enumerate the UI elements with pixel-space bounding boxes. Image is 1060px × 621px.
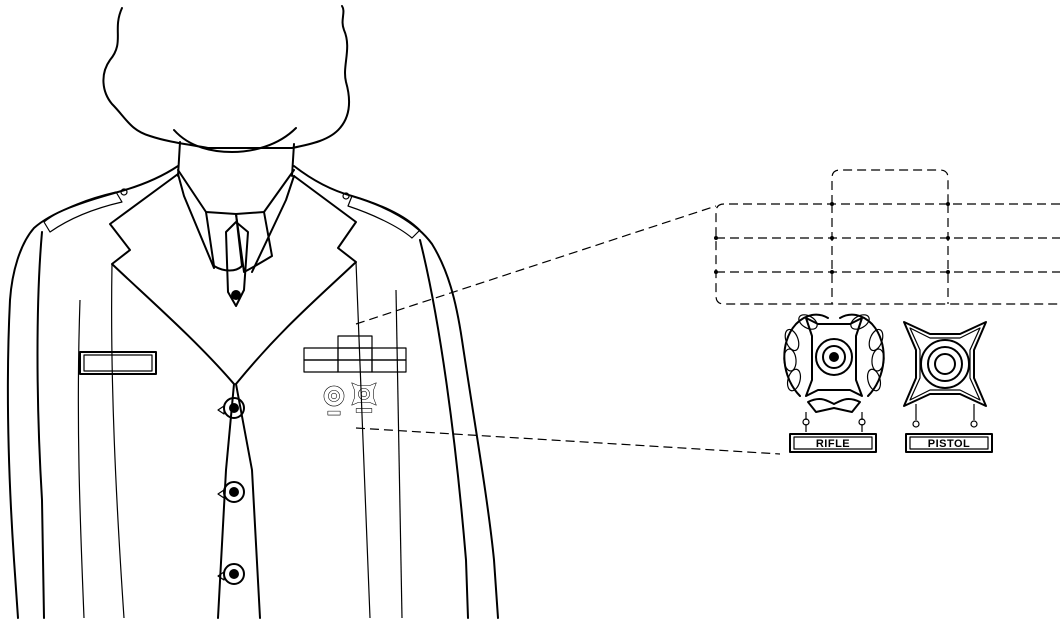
ribbon-rack-small: [304, 336, 406, 372]
jacket-outline: [8, 166, 178, 618]
leader-line-badges: [356, 428, 780, 454]
shirt-button: [231, 290, 241, 300]
shirt-collar: [178, 170, 294, 214]
pistol-badge: PISTOL: [904, 322, 992, 452]
small-rifle-badge: [324, 386, 344, 415]
ribbon-rack-detail: [714, 170, 1060, 304]
small-pistol-badge: [352, 383, 377, 413]
pistol-bar-label: PISTOL: [928, 438, 971, 450]
rifle-bar-label: RIFLE: [816, 438, 850, 450]
target-cross-icon: [904, 322, 986, 406]
eagle-button-icon: [218, 482, 244, 502]
uniform-figure: [8, 6, 498, 618]
rifle-badge: RIFLE: [783, 312, 886, 452]
head-silhouette: [103, 6, 349, 148]
target-cross-icon: [806, 318, 862, 396]
eagle-button-icon: [218, 564, 244, 584]
